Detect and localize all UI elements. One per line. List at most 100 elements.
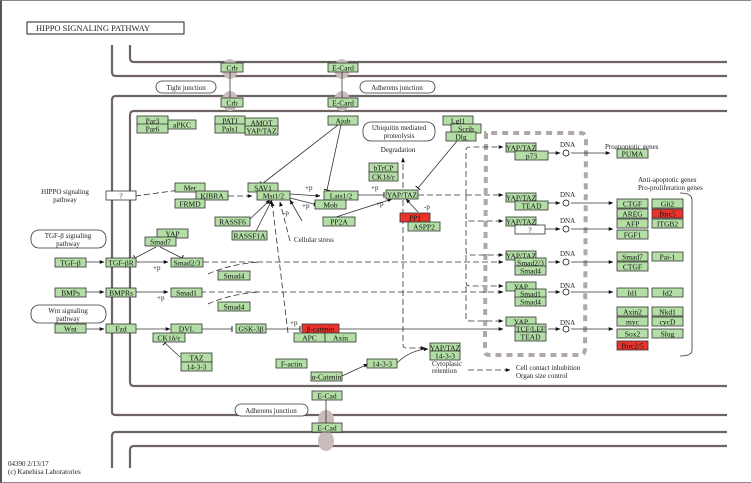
gene-node-1433-taz[interactable]: 14-3-3 bbox=[180, 361, 213, 372]
gene-box[interactable] bbox=[275, 358, 308, 369]
gene-box[interactable] bbox=[616, 261, 649, 272]
gene-box[interactable] bbox=[174, 198, 206, 209]
gene-node-nkd1[interactable]: Nkd1 bbox=[651, 306, 684, 317]
gene-node-id2[interactable]: Id2 bbox=[651, 287, 684, 298]
gene-node-mob[interactable]: Mob bbox=[314, 199, 347, 210]
gene-box[interactable] bbox=[152, 332, 186, 343]
gene-box[interactable] bbox=[231, 230, 268, 241]
gene-node-pai1[interactable]: Pai-1 bbox=[651, 251, 684, 262]
gene-node-dvl[interactable]: DVL bbox=[170, 323, 203, 334]
gene-node-itgb2[interactable]: ITGB2 bbox=[651, 218, 684, 229]
gene-box[interactable] bbox=[324, 332, 357, 343]
gene-box[interactable] bbox=[407, 221, 441, 232]
gene-box[interactable] bbox=[651, 251, 684, 262]
gene-box[interactable] bbox=[385, 189, 419, 200]
gene-node-ck1-wnt[interactable]: CK1δ/ε bbox=[152, 332, 186, 343]
gene-node-fgf1[interactable]: FGF1 bbox=[616, 229, 649, 240]
gene-node-par6[interactable]: Par6 bbox=[136, 123, 169, 134]
gene-node-1433-cyto[interactable]: 14-3-3 bbox=[429, 350, 461, 361]
gene-node-pals1[interactable]: Pals1 bbox=[214, 123, 246, 134]
gene-node-axin2[interactable]: Axin2 bbox=[616, 306, 649, 317]
gene-node-lats[interactable]: Lats1/2 bbox=[323, 190, 359, 201]
gene-box[interactable] bbox=[235, 323, 267, 334]
gene-box[interactable] bbox=[616, 229, 649, 240]
gene-node-tgfbr[interactable]: TGF-βR bbox=[105, 257, 137, 268]
gene-node-crb-a[interactable]: Crb bbox=[220, 62, 244, 73]
gene-node-ecard-a[interactable]: E-Card bbox=[327, 62, 359, 73]
gene-node-ctgf2[interactable]: CTGF bbox=[616, 261, 649, 272]
gene-box[interactable] bbox=[220, 62, 244, 73]
gene-node-apc[interactable]: APC bbox=[293, 332, 326, 343]
wnt-pathway-link[interactable]: Wnt signaling pathway bbox=[30, 304, 107, 324]
gene-box[interactable] bbox=[54, 257, 87, 268]
gene-box[interactable] bbox=[651, 316, 684, 327]
gene-node-smad1[interactable]: Smad1 bbox=[170, 287, 203, 298]
gene-box[interactable] bbox=[105, 287, 137, 298]
gene-node-tgfb[interactable]: TGF-β bbox=[54, 257, 87, 268]
gene-node-n-p73[interactable]: p73 bbox=[514, 150, 549, 161]
gene-box[interactable] bbox=[170, 287, 203, 298]
gene-node-fzd[interactable]: Fzd bbox=[105, 323, 137, 334]
gene-box[interactable] bbox=[514, 296, 547, 307]
gene-node-taz[interactable]: TAZ bbox=[180, 352, 213, 363]
gene-node-ecard-b[interactable]: E-Card bbox=[327, 97, 359, 108]
gene-node-n-unk[interactable]: ? bbox=[514, 224, 546, 235]
gene-box[interactable] bbox=[616, 208, 649, 219]
gene-box[interactable] bbox=[217, 270, 251, 281]
tight-junction-label[interactable]: Tight junction bbox=[155, 80, 217, 94]
gene-node-gli2[interactable]: Gli2 bbox=[651, 198, 684, 209]
gene-node-n-smad4b[interactable]: Smad4 bbox=[514, 296, 547, 307]
gene-node-1433[interactable]: 14-3-3 bbox=[366, 358, 398, 369]
gene-box[interactable] bbox=[195, 190, 229, 201]
gene-box[interactable] bbox=[429, 350, 461, 361]
hippo-pathway-link[interactable]: HIPPO signaling pathway bbox=[41, 188, 89, 204]
gene-node-axin[interactable]: Axin bbox=[324, 332, 357, 343]
gene-box[interactable] bbox=[327, 62, 359, 73]
gene-box[interactable] bbox=[616, 340, 649, 351]
gene-node-yaptaz-main[interactable]: YAP/TAZ bbox=[385, 189, 419, 200]
gene-node-ck1[interactable]: CK1δ/ε bbox=[368, 171, 399, 182]
gene-box[interactable] bbox=[514, 200, 549, 211]
gene-box[interactable] bbox=[105, 190, 137, 201]
gene-node-pp1[interactable]: PP1 bbox=[399, 212, 431, 223]
gene-box[interactable] bbox=[220, 97, 244, 108]
gene-node-areg[interactable]: AREG bbox=[616, 208, 649, 219]
gene-box[interactable] bbox=[651, 218, 684, 229]
gene-node-n-smad4a[interactable]: Smad4 bbox=[514, 265, 547, 276]
gene-node-sox2[interactable]: Sox2 bbox=[616, 328, 649, 339]
gene-box[interactable] bbox=[651, 328, 684, 339]
gene-box[interactable] bbox=[144, 236, 177, 247]
gene-box[interactable] bbox=[616, 306, 649, 317]
gene-node-birc25[interactable]: Birc2/5 bbox=[616, 340, 649, 351]
gene-box[interactable] bbox=[514, 224, 546, 235]
gene-box[interactable] bbox=[217, 301, 251, 312]
gene-box[interactable] bbox=[167, 119, 197, 130]
gene-box[interactable] bbox=[54, 323, 87, 334]
ubiquitin-pathway-link[interactable]: Ubiquitin mediated proteolysis bbox=[362, 121, 436, 142]
gene-box[interactable] bbox=[616, 316, 649, 327]
gene-box[interactable] bbox=[651, 306, 684, 317]
gene-box[interactable] bbox=[445, 131, 477, 142]
gene-node-kibra[interactable]: KIBRA bbox=[195, 190, 229, 201]
adherens-junction-label-top[interactable]: Adherens junction bbox=[359, 80, 436, 94]
gene-box[interactable] bbox=[170, 257, 204, 268]
gene-box[interactable] bbox=[616, 287, 649, 298]
gene-box[interactable] bbox=[651, 208, 684, 219]
gene-node-n-tead2[interactable]: TEAD bbox=[514, 331, 547, 342]
gene-box[interactable] bbox=[174, 182, 206, 193]
gene-node-slug[interactable]: Slug bbox=[651, 328, 684, 339]
gene-node-smad4-b[interactable]: Smad4 bbox=[217, 301, 251, 312]
gene-node-crb-b[interactable]: Crb bbox=[220, 97, 244, 108]
gene-box[interactable] bbox=[616, 198, 649, 209]
gene-node-ctgf1[interactable]: CTGF bbox=[616, 198, 649, 209]
gene-node-mst[interactable]: Mst1/2 bbox=[256, 190, 291, 201]
gene-node-pp2a[interactable]: PP2A bbox=[322, 216, 356, 227]
gene-node-btrcp[interactable]: bTrCP bbox=[368, 162, 399, 173]
gene-node-mer[interactable]: Mer bbox=[174, 182, 206, 193]
gene-box[interactable] bbox=[311, 422, 343, 433]
gene-node-wnt[interactable]: Wnt bbox=[54, 323, 87, 334]
gene-box[interactable] bbox=[314, 199, 347, 210]
adherens-junction-label-bottom[interactable]: Adherens junction bbox=[234, 403, 309, 417]
gene-node-puma[interactable]: PUMA bbox=[616, 148, 649, 159]
gene-box[interactable] bbox=[327, 97, 359, 108]
